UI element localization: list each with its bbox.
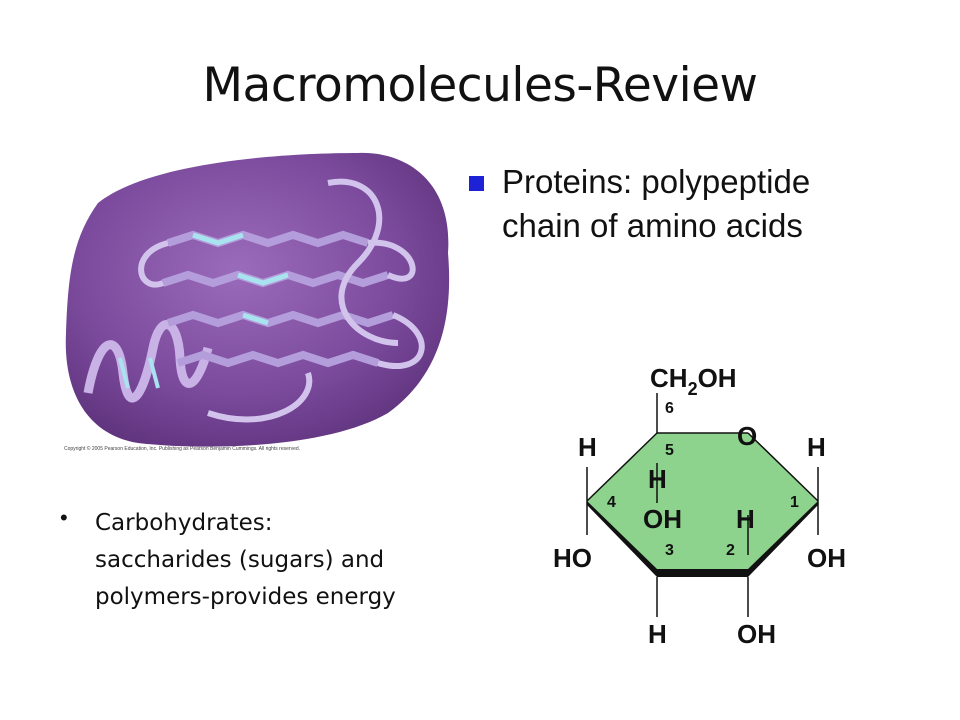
protein-surface <box>65 152 450 447</box>
carb-bullet-line: polymers-provides energy <box>95 584 396 610</box>
h-bottom-label: H <box>648 619 667 649</box>
bullet-square-icon <box>469 176 484 191</box>
protein-bullet-text: Proteins: polypeptide chain of amino aci… <box>502 160 942 248</box>
h-left-top-label: H <box>578 432 597 462</box>
ring-oxygen-label: O <box>737 421 757 451</box>
alpha-helix-highlight <box>118 357 160 389</box>
carbon-6-label: 6 <box>665 400 674 417</box>
h-inner-right-label: H <box>736 504 755 534</box>
ch2oh-label: CH2OH <box>650 363 737 399</box>
glucose-ring <box>587 433 818 573</box>
beta-strand-highlights <box>192 232 289 326</box>
glucose-structure-diagram: CH2OH 6 5 O H H H 4 1 OH H 3 2 HO OH H O… <box>553 363 846 649</box>
carb-bullet-line: Carbohydrates: <box>95 510 273 536</box>
carbon-1-label: 1 <box>790 494 799 511</box>
alpha-helix <box>83 320 213 403</box>
ring-bold-edge <box>587 501 818 577</box>
slide-title: Macromolecules-Review <box>202 58 759 113</box>
carb-bullet-line: saccharides (sugars) and <box>95 547 385 573</box>
oh-right-label: OH <box>807 543 846 573</box>
carbohydrate-bullet-text: Carbohydrates: saccharides (sugars) and … <box>95 505 505 616</box>
carbon-2-label: 2 <box>726 542 735 559</box>
protein-bullet-line: Proteins: polypeptide <box>502 163 811 200</box>
ribbon-loops <box>138 178 425 423</box>
ho-left-label: HO <box>553 543 592 573</box>
protein-illustration <box>65 152 450 447</box>
h-inner-label: H <box>648 464 667 494</box>
oh-inner-label: OH <box>643 504 682 534</box>
carbon-5-label: 5 <box>665 442 674 459</box>
copyright-notice: Copyright © 2005 Pearson Education, Inc.… <box>64 446 301 452</box>
carbon-3-label: 3 <box>665 542 674 559</box>
oh-bottom-label: OH <box>737 619 776 649</box>
h-right-top-label: H <box>807 432 826 462</box>
bullet-dot-icon: • <box>60 505 68 530</box>
protein-bullet-line: chain of amino acids <box>502 207 803 244</box>
carbon-4-label: 4 <box>607 494 616 511</box>
